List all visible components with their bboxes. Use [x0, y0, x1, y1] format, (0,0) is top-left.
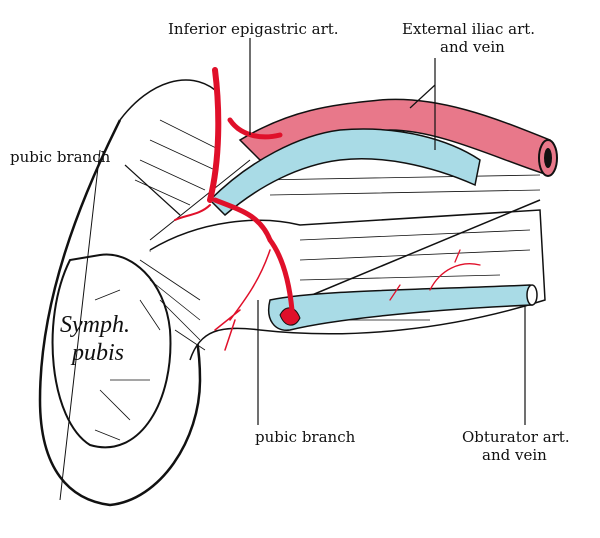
label-external-iliac-line1: External iliac art. [402, 20, 535, 38]
leader-lines [124, 38, 526, 425]
label-pubic-branch-left: pubic branch [10, 148, 111, 166]
small-arteries [174, 67, 481, 351]
external-iliac-vein [208, 128, 481, 217]
obturator-vessels [268, 284, 538, 331]
label-inferior-epigastric: Inferior epigastric art. [168, 20, 339, 38]
label-obturator-line2: and vein [482, 446, 547, 464]
label-symphysis-line2: pubis [70, 340, 124, 366]
pubic-bone [38, 79, 546, 507]
label-pubic-branch-bottom: pubic branch [255, 428, 356, 446]
label-external-iliac-line2: and vein [440, 38, 505, 56]
label-obturator-line1: Obturator art. [462, 428, 570, 446]
label-symphysis-line1: Symph. [60, 312, 130, 338]
